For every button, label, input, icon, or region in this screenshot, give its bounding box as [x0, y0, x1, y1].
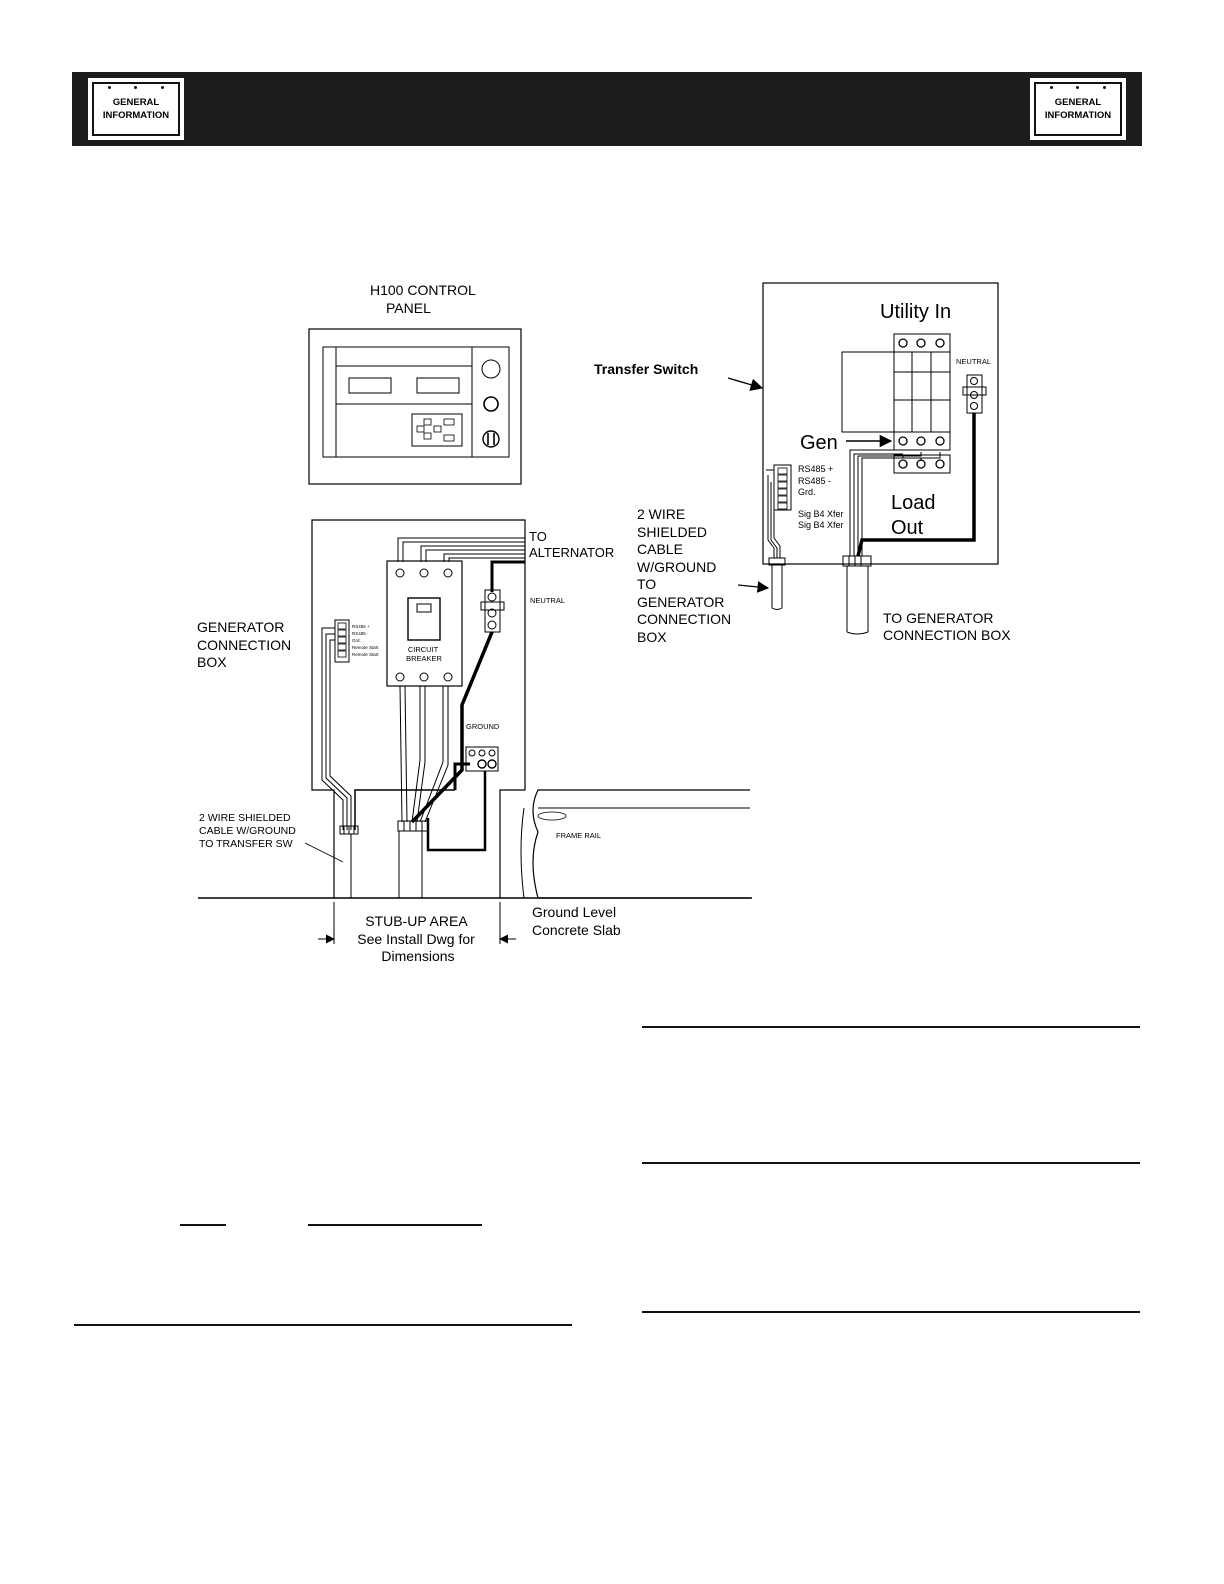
rule-right-1: [642, 1026, 1140, 1028]
control-panel-title-line1: H100 CONTROL: [370, 282, 476, 298]
frame-rail-label: FRAME RAIL: [556, 831, 601, 840]
rule-right-3: [642, 1311, 1140, 1313]
utility-in-label: Utility In: [880, 301, 951, 323]
gen-neutral-label: NEUTRAL: [530, 596, 565, 605]
circuit-breaker-label: CIRCUIT BREAKER: [406, 645, 442, 663]
gen-label: Gen: [800, 432, 838, 454]
ts-neutral-label: NEUTRAL: [956, 357, 991, 366]
stub-up-area-label: STUB-UP AREA See Install Dwg for Dimensi…: [357, 913, 478, 964]
rule-right-2: [642, 1162, 1140, 1164]
gen-terminal-labels: RS485 + RS485 - Grd. Remote Start Remote…: [352, 624, 380, 657]
gen-shielded-cable-label: 2 WIRE SHIELDED CABLE W/GROUND TO TRANSF…: [199, 812, 299, 850]
to-alternator-label: TO ALTERNATOR: [529, 529, 614, 560]
badge-left-line2: INFORMATION: [102, 110, 170, 121]
control-panel: H100 CONTROL PANEL: [308, 282, 522, 485]
transfer-switch-label: Transfer Switch: [594, 361, 698, 377]
ts-to-gen-box-label: TO GENERATOR CONNECTION BOX: [883, 610, 1011, 643]
control-panel-title-line2: PANEL: [386, 300, 431, 316]
load-out-label: Load Out: [891, 492, 941, 539]
ground-level-label: Ground Level Concrete Slab: [532, 904, 621, 938]
gen-ground-label: GROUND: [466, 722, 500, 731]
rule-left-short-1: [180, 1224, 226, 1226]
header-bar: GENERAL INFORMATION GENERAL INFORMATION: [72, 72, 1142, 146]
rule-left-short-2: [308, 1224, 482, 1226]
badge-left-line1: GENERAL: [112, 97, 160, 108]
transfer-switch: Transfer Switch Utility In Gen: [594, 282, 1011, 645]
ts-terminal-labels: RS485 + RS485 - Grd. Sig B4 Xfer Sig B4 …: [798, 464, 846, 530]
generator-box-label: GENERATOR CONNECTION BOX: [197, 619, 295, 670]
badge-right-line2: INFORMATION: [1044, 110, 1112, 121]
ts-cable-label: 2 WIRE SHIELDED CABLE W/GROUND TO GENERA…: [637, 506, 735, 645]
generator-connection-box: GENERATOR CONNECTION BOX TO ALTERNATOR N…: [197, 519, 752, 964]
general-information-badge-left: GENERAL INFORMATION: [88, 78, 184, 140]
badge-right-line1: GENERAL: [1054, 97, 1102, 108]
rule-left-1: [74, 1324, 572, 1326]
general-information-badge-right: GENERAL INFORMATION: [1030, 78, 1126, 140]
